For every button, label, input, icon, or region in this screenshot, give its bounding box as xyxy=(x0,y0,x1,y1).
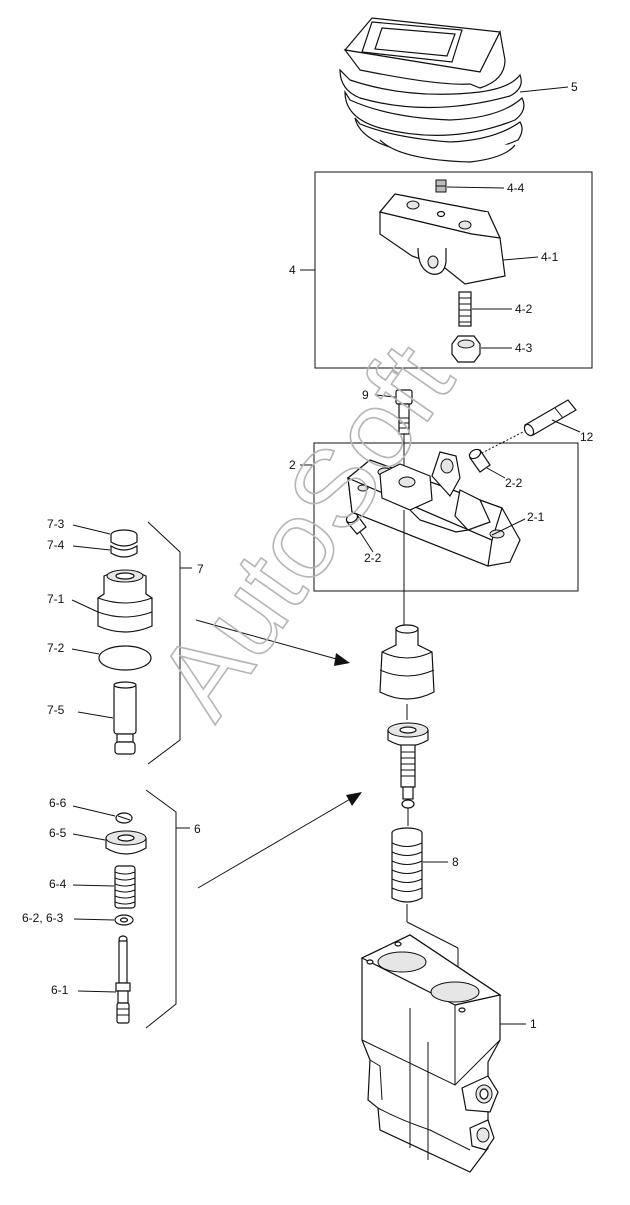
label-8: 8 xyxy=(452,855,459,869)
part-6-5-seat xyxy=(105,830,147,855)
label-4-1: 4-1 xyxy=(541,250,559,264)
label-2-2b: 2-2 xyxy=(364,551,382,565)
label-2: 2 xyxy=(289,458,296,472)
part-4-4-set-screw xyxy=(435,179,447,193)
part-12-pin xyxy=(523,399,577,437)
label-5: 5 xyxy=(571,80,578,94)
part-7-1-plug xyxy=(97,569,153,633)
label-7-3: 7-3 xyxy=(47,517,65,531)
label-6: 6 xyxy=(194,822,201,836)
assembly-plug xyxy=(379,624,435,700)
bracket-6 xyxy=(145,789,177,1029)
label-6-5: 6-5 xyxy=(49,826,67,840)
group-box-2 xyxy=(313,442,579,592)
part-8-spring xyxy=(391,827,423,903)
bracket-7 xyxy=(147,521,181,765)
label-4-3: 4-3 xyxy=(515,341,533,355)
part-4-1-plate xyxy=(378,193,506,285)
part-1-valve-body xyxy=(360,934,502,1173)
part-6-1-spool xyxy=(115,935,131,1024)
part-2-2-bushing-b xyxy=(345,512,367,535)
label-1: 1 xyxy=(530,1017,537,1031)
part-2-1-base xyxy=(346,451,521,567)
label-7-2: 7-2 xyxy=(47,641,65,655)
label-4: 4 xyxy=(289,263,296,277)
part-6-2-6-3-washer xyxy=(114,914,134,926)
label-6-6: 6-6 xyxy=(49,796,67,810)
part-7-2-o-ring xyxy=(98,645,152,671)
label-6-1: 6-1 xyxy=(51,983,69,997)
part-2-2-bushing-a xyxy=(468,448,491,473)
label-12: 12 xyxy=(580,430,594,444)
label-7-1: 7-1 xyxy=(47,592,65,606)
label-2-1: 2-1 xyxy=(527,510,545,524)
part-6-6-clip xyxy=(115,812,133,824)
label-7: 7 xyxy=(197,562,204,576)
label-4-2: 4-2 xyxy=(515,302,533,316)
part-4-3-nut xyxy=(451,335,481,363)
part-4-2-stud xyxy=(458,291,472,327)
label-7-5: 7-5 xyxy=(47,703,65,717)
assembly-spool xyxy=(400,744,416,809)
label-6-2-6-3: 6-2, 6-3 xyxy=(22,911,64,925)
part-6-4-spring xyxy=(114,865,136,909)
label-4-4: 4-4 xyxy=(507,181,525,195)
part-7-4-seal xyxy=(110,544,138,558)
part-7-5-plunger xyxy=(113,681,137,755)
part-5-boot xyxy=(339,17,525,163)
label-2-2a: 2-2 xyxy=(505,476,523,490)
label-6-4: 6-4 xyxy=(49,877,67,891)
assembly-seat xyxy=(387,722,429,747)
part-7-3-ring xyxy=(110,529,138,547)
label-9: 9 xyxy=(362,388,369,402)
label-7-4: 7-4 xyxy=(47,538,65,552)
